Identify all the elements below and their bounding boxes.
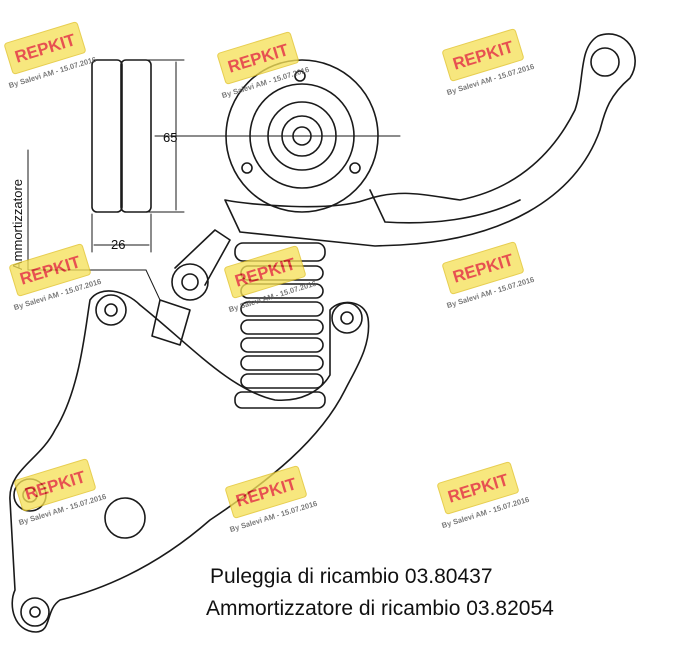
pulley-caption: Puleggia di ricambio 03.80437: [210, 565, 493, 588]
dimension-height-label: 65: [163, 130, 177, 145]
damper-caption: Ammortizzatore di ricambio 03.82054: [206, 597, 554, 620]
watermark: REPKIT By Salevi AM - 15.07.2016: [442, 241, 535, 310]
watermark: REPKIT By Salevi AM - 15.07.2016: [442, 28, 535, 97]
watermark: REPKIT By Salevi AM - 15.07.2016: [217, 31, 310, 100]
tensioner-arm: [224, 33, 636, 247]
watermark: REPKIT By Salevi AM - 15.07.2016: [225, 465, 318, 534]
watermark: REPKIT By Salevi AM - 15.07.2016: [224, 245, 317, 314]
watermark: REPKIT By Salevi AM - 15.07.2016: [437, 461, 530, 530]
side-label: Ammortizzatore: [10, 179, 25, 270]
tensioner-arm-inner: [369, 189, 521, 224]
dimension-width-label: 26: [111, 237, 125, 252]
pulley-side-view: [91, 59, 152, 213]
watermark: REPKIT By Salevi AM - 15.07.2016: [4, 21, 97, 90]
pulley-front-view: [225, 59, 379, 213]
arm-pivot-hole: [590, 47, 620, 77]
damper-rod: [151, 229, 231, 346]
watermark: REPKIT By Salevi AM - 15.07.2016: [14, 458, 107, 527]
dimension-height-lines: [139, 59, 401, 213]
